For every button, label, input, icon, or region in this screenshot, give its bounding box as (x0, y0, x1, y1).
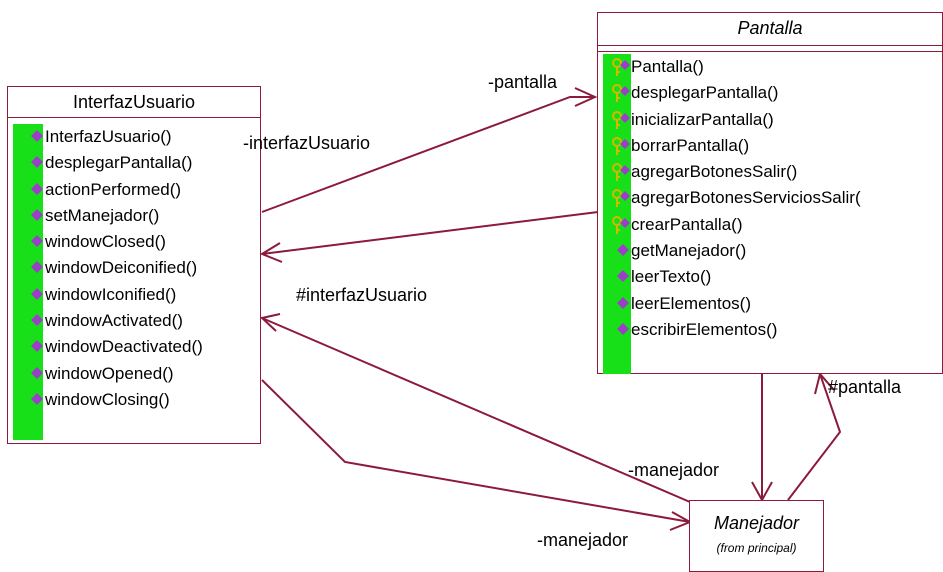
operation-label: windowClosed() (45, 232, 166, 252)
method-icon (611, 317, 631, 343)
arrowhead-interfaz-1 (259, 242, 283, 263)
operation-item[interactable]: borrarPantalla() (611, 133, 861, 159)
operation-item[interactable]: setManejador() (25, 203, 203, 229)
method-icon (25, 203, 45, 229)
operation-label: windowDeiconified() (45, 258, 198, 278)
operation-item[interactable]: windowClosed() (25, 229, 203, 255)
operation-item[interactable]: windowClosing() (25, 387, 203, 413)
operation-label: leerElementos() (631, 293, 751, 313)
method-icon (611, 238, 631, 264)
operation-label: setManejador() (45, 205, 160, 225)
method-icon (25, 255, 45, 281)
operations-bar (13, 124, 43, 440)
method-icon (25, 334, 45, 360)
key-method-icon (611, 212, 631, 238)
operation-item[interactable]: windowActivated() (25, 308, 203, 334)
operations-list: Pantalla() desplegarPantalla() inicializar… (611, 54, 861, 343)
role-label-manejador-1: -manejador (628, 460, 720, 480)
key-method-icon (611, 107, 631, 133)
class-divider (598, 45, 942, 46)
assoc-manejador-to-pantalla (787, 373, 842, 501)
class-name: Pantalla (737, 18, 803, 38)
operation-item[interactable]: windowDeiconified() (25, 255, 203, 281)
operation-label: windowClosing() (45, 389, 170, 409)
operation-item[interactable]: actionPerformed() (25, 177, 203, 203)
operation-item[interactable]: escribirElementos() (611, 317, 861, 343)
operation-label: windowIconified() (45, 284, 177, 304)
method-icon (25, 308, 45, 334)
arrowhead-interfaz-2 (259, 313, 281, 332)
key-method-icon (611, 185, 631, 211)
method-icon (25, 177, 45, 203)
key-method-icon (611, 159, 631, 185)
method-icon (25, 387, 45, 413)
assoc-manejador-to-interfaz (261, 317, 691, 503)
operation-label: InterfazUsuario() (45, 127, 172, 146)
operation-item[interactable]: windowIconified() (25, 282, 203, 308)
class-name: InterfazUsuario (72, 92, 196, 112)
arrowhead-pantalla (574, 87, 598, 107)
class-name: Manejador (713, 513, 800, 533)
operation-item[interactable]: Pantalla() (611, 54, 861, 80)
operation-item[interactable]: agregarBotonesServiciosSalir( (611, 185, 861, 211)
method-icon (25, 150, 45, 176)
class-divider (598, 51, 942, 52)
method-icon (25, 361, 45, 387)
operation-item[interactable]: agregarBotonesSalir() (611, 159, 861, 185)
role-label-hash-pantalla: #pantalla (828, 377, 902, 397)
operation-item[interactable]: leerElementos() (611, 291, 861, 317)
class-manejador[interactable]: Manejador (from principal) (689, 500, 824, 572)
operation-label: leerTexto() (631, 267, 712, 287)
operation-label: desplegarPantalla() (45, 153, 193, 173)
method-icon (25, 229, 45, 255)
operation-item[interactable]: desplegarPantalla() (25, 150, 203, 176)
assoc-interfaz-to-manejador (261, 379, 691, 523)
key-method-icon (611, 133, 631, 159)
operation-label: actionPerformed() (45, 179, 182, 199)
operation-label: windowOpened() (45, 363, 174, 383)
operation-label: escribirElementos() (631, 319, 778, 339)
operation-label: inicializarPantalla() (631, 109, 774, 129)
operation-label: getManejador() (631, 241, 747, 261)
operation-item[interactable]: windowOpened() (25, 361, 203, 387)
operation-label: agregarBotonesSalir() (631, 162, 798, 182)
operation-label: borrarPantalla() (631, 135, 750, 155)
assoc-pantalla-to-interfaz (261, 211, 599, 255)
operation-label: windowActivated() (45, 311, 183, 331)
operation-label: Pantalla() (631, 57, 704, 76)
method-icon (25, 282, 45, 308)
operation-label: crearPantalla() (631, 214, 743, 234)
role-label-manejador-2: -manejador (537, 530, 629, 550)
operation-item[interactable]: getManejador() (611, 238, 861, 264)
operation-item[interactable]: desplegarPantalla() (611, 80, 861, 106)
method-icon (611, 291, 631, 317)
class-pantalla[interactable]: Pantalla Pantalla() desplegarPantalla() in… (597, 12, 943, 374)
operation-item[interactable]: crearPantalla() (611, 212, 861, 238)
class-stereotype: (from principal) (716, 541, 797, 555)
method-icon (611, 264, 631, 290)
arrowhead-pantalla-2 (814, 371, 835, 395)
class-divider (8, 117, 260, 118)
operation-label: windowDeactivated() (45, 337, 203, 357)
assoc-interfaz-to-pantalla (261, 96, 595, 213)
operation-label: agregarBotonesServiciosSalir( (631, 188, 861, 208)
operations-list: InterfazUsuario() desplegarPantalla() acti… (25, 124, 203, 413)
operation-item[interactable]: InterfazUsuario() (25, 124, 203, 150)
role-label-interfaz-usuario: -interfazUsuario (243, 133, 371, 153)
method-icon (25, 124, 45, 150)
key-method-icon (611, 80, 631, 106)
operations-bar (603, 54, 631, 374)
operation-item[interactable]: windowDeactivated() (25, 334, 203, 360)
operation-label: desplegarPantalla() (631, 83, 779, 103)
operation-item[interactable]: leerTexto() (611, 264, 861, 290)
operation-item[interactable]: inicializarPantalla() (611, 107, 861, 133)
key-method-icon (611, 54, 631, 80)
role-label-pantalla: -pantalla (488, 72, 558, 92)
class-interfaz-usuario[interactable]: InterfazUsuario InterfazUsuario() despleg… (7, 86, 261, 444)
role-label-hash-interfaz-usuario: #interfazUsuario (296, 285, 428, 305)
